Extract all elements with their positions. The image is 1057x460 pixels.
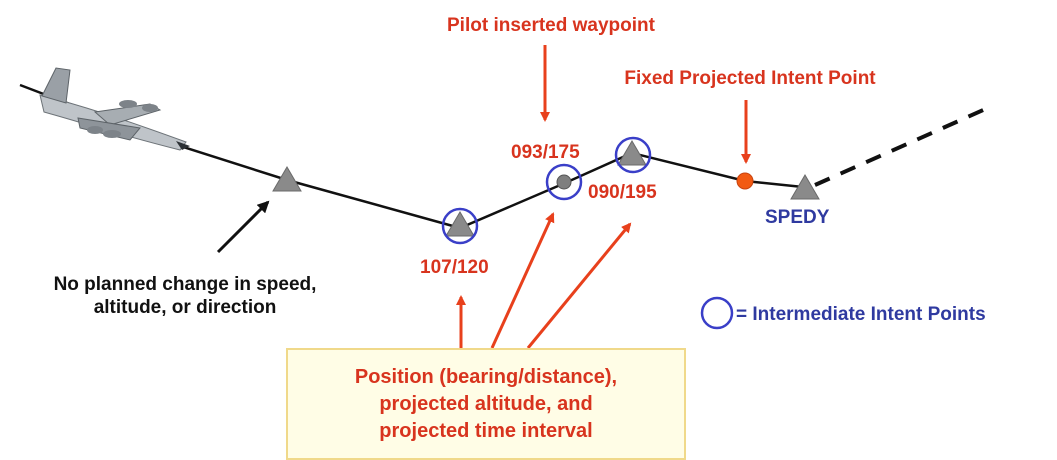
no-change-arrow bbox=[216, 200, 270, 254]
intent-diagram: Pilot inserted waypoint Fixed Projected … bbox=[19, 15, 991, 460]
callout-text: Position (bearing/distance), projected a… bbox=[288, 364, 684, 445]
waypoint-triangle-icon bbox=[272, 166, 302, 192]
flight-path bbox=[19, 83, 804, 230]
spedy-label: SPEDY bbox=[765, 207, 830, 228]
legend-text: = Intermediate Intent Points bbox=[736, 304, 986, 325]
fixed-intent-label: Fixed Projected Intent Point bbox=[624, 68, 876, 89]
waypoint-090-label: 090/195 bbox=[588, 182, 657, 203]
waypoint-107-label: 107/120 bbox=[420, 257, 489, 278]
intent-circle-icon bbox=[441, 207, 479, 245]
callout-arrow bbox=[526, 222, 632, 349]
fixed-intent-point bbox=[736, 172, 754, 190]
callout-box: Position (bearing/distance), projected a… bbox=[286, 348, 686, 460]
pilot-waypoint-label: Pilot inserted waypoint bbox=[447, 15, 656, 36]
legend-circle-icon bbox=[700, 296, 734, 330]
no-change-line1: No planned change in speed, bbox=[54, 274, 317, 295]
no-change-line2: altitude, or direction bbox=[94, 297, 277, 318]
waypoint-093-label: 093/175 bbox=[511, 142, 580, 163]
callout-line3: projected time interval bbox=[379, 420, 593, 442]
callout-line2: projected altitude, and bbox=[379, 393, 593, 415]
jet-aircraft-icon bbox=[39, 67, 190, 151]
callout-arrow bbox=[490, 212, 555, 349]
waypoint-triangle-icon bbox=[445, 211, 475, 237]
projected-path-dashed bbox=[814, 105, 991, 187]
waypoint-triangle-icon bbox=[617, 140, 647, 166]
callout-line1: Position (bearing/distance), bbox=[354, 366, 618, 388]
intent-circle-icon bbox=[545, 163, 583, 201]
pilot-waypoint-dot bbox=[556, 174, 572, 190]
diagram-canvas: Pilot inserted waypoint Fixed Projected … bbox=[19, 15, 991, 349]
waypoint-triangle-icon bbox=[790, 174, 820, 200]
intent-circle-icon bbox=[614, 136, 652, 174]
